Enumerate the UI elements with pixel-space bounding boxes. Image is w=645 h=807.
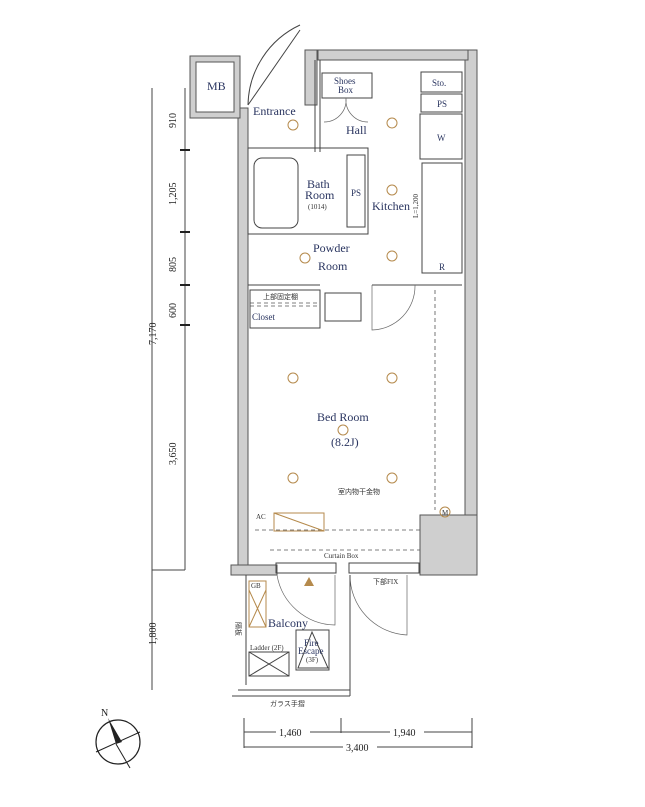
svg-text:Room: Room [318, 259, 348, 273]
svg-text:7,170: 7,170 [148, 323, 159, 346]
svg-text:910: 910 [168, 113, 179, 128]
svg-text:3,650: 3,650 [168, 443, 179, 466]
north-label: N [101, 708, 108, 719]
svg-text:1,800: 1,800 [148, 623, 159, 646]
svg-text:L=1,200: L=1,200 [412, 194, 420, 218]
svg-text:下部FIX: 下部FIX [373, 577, 398, 586]
svg-text:AC: AC [256, 513, 266, 521]
entrance-door [247, 24, 301, 106]
svg-text:Kitchen: Kitchen [372, 199, 410, 213]
svg-text:Bath: Bath [307, 177, 330, 191]
svg-text:PS: PS [351, 188, 361, 198]
svg-text:Ladder (2F): Ladder (2F) [250, 644, 284, 652]
svg-text:Escape: Escape [298, 646, 323, 656]
svg-text:GB: GB [251, 582, 261, 590]
svg-text:R: R [439, 262, 445, 272]
svg-text:隔板: 隔板 [234, 622, 243, 636]
interior-partitions [247, 60, 463, 551]
svg-text:(1014): (1014) [308, 203, 327, 211]
svg-text:室内物干金物: 室内物干金物 [338, 487, 380, 496]
svg-text:Entrance: Entrance [253, 104, 296, 118]
balcony [232, 562, 420, 697]
svg-text:Hall: Hall [346, 123, 367, 137]
walls [230, 49, 478, 576]
svg-text:Box: Box [338, 85, 354, 95]
svg-text:Powder: Powder [313, 241, 350, 255]
svg-text:Closet: Closet [252, 312, 276, 322]
svg-text:1,940: 1,940 [393, 728, 416, 739]
svg-text:Fire: Fire [304, 638, 319, 648]
svg-text:ガラス手摺: ガラス手摺 [270, 699, 305, 708]
svg-text:Shoes: Shoes [334, 76, 356, 86]
vertical-dimensions: 910 1,205 805 600 3,650 7,170 1,800 [148, 88, 190, 690]
svg-text:1,205: 1,205 [168, 183, 179, 206]
svg-text:W: W [437, 133, 446, 143]
svg-text:Bed Room: Bed Room [317, 410, 369, 424]
svg-text:M: M [442, 509, 449, 517]
meter-box: MB [189, 55, 241, 119]
svg-text:MB: MB [207, 79, 226, 93]
horizontal-dimensions: 1,460 1,940 3,400 [243, 718, 473, 754]
svg-text:Balcony: Balcony [268, 616, 308, 630]
svg-text:Room: Room [305, 188, 335, 202]
svg-text:Sto.: Sto. [432, 78, 446, 88]
svg-text:(8.2J): (8.2J) [331, 435, 359, 449]
compass: N [95, 708, 141, 769]
svg-text:3,400: 3,400 [346, 743, 369, 754]
svg-text:600: 600 [168, 303, 179, 318]
svg-text:805: 805 [168, 257, 179, 272]
svg-text:(3F): (3F) [306, 656, 319, 664]
light-fixtures [287, 117, 451, 518]
svg-text:上部固定棚: 上部固定棚 [263, 292, 298, 301]
svg-text:Curtain Box: Curtain Box [324, 552, 359, 560]
svg-text:1,460: 1,460 [279, 728, 302, 739]
room-labels: Entrance Shoes Box Hall Sto. PS W Bath R… [234, 76, 449, 708]
svg-text:PS: PS [437, 99, 447, 109]
